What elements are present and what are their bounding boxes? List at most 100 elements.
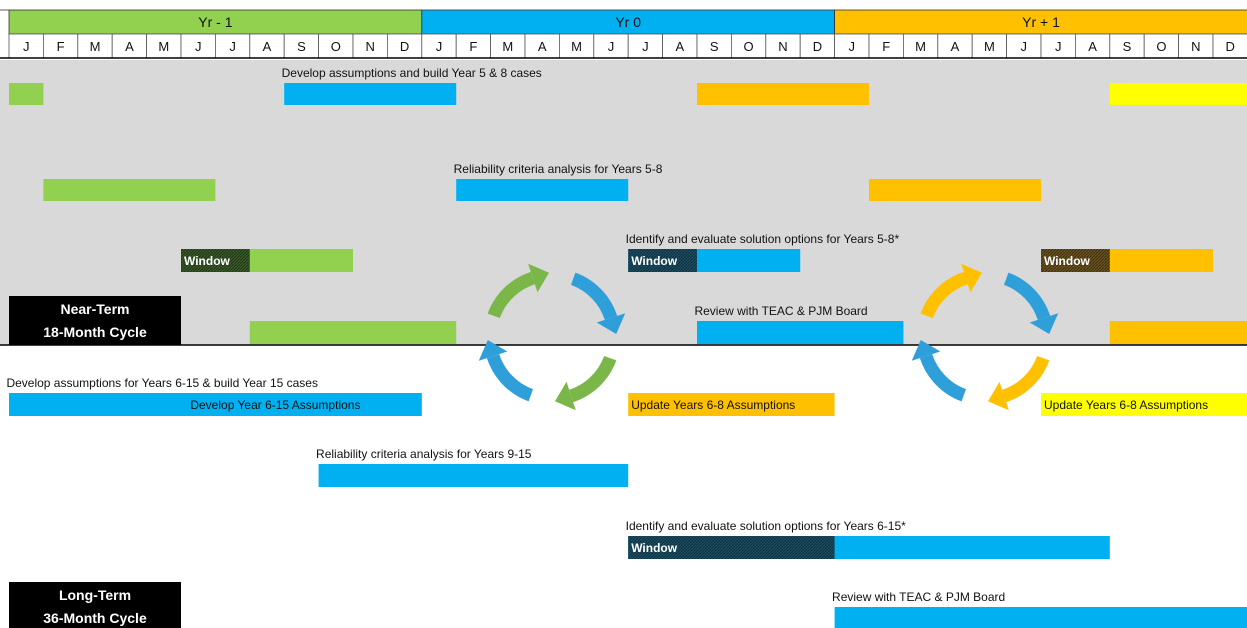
month-header-label: J: [195, 39, 202, 54]
month-header-cell: [1212, 33, 1247, 59]
month-header-label: M: [571, 39, 582, 54]
bar-label: Develop Year 6-15 Assumptions: [190, 398, 360, 412]
month-header-label: M: [915, 39, 926, 54]
year-header-label: Yr - 1: [198, 14, 232, 30]
long-term-title: Long-Term: [59, 587, 131, 603]
month-header-label: J: [229, 39, 236, 54]
month-header-label: M: [502, 39, 513, 54]
month-header-cell: [180, 33, 216, 59]
activity-bar-green: [9, 83, 44, 105]
month-header-cell: [352, 33, 388, 59]
near-term-subtitle: 18-Month Cycle: [43, 324, 147, 340]
activity-bar-yellow: [1041, 393, 1247, 416]
near-term-block: [9, 296, 181, 345]
month-header-label: A: [538, 39, 547, 54]
month-header-label: M: [984, 39, 995, 54]
month-header-cell: [146, 33, 182, 59]
activity-bar-blue: [456, 179, 629, 201]
year-header-label: Yr + 1: [1022, 14, 1060, 30]
cycle-arrow-icon: [487, 263, 550, 319]
window-label: Window: [1044, 254, 1091, 268]
activity-label: Reliability criteria analysis for Years …: [316, 447, 532, 461]
month-header-cell: [731, 33, 767, 59]
month-header-label: J: [436, 39, 443, 54]
year-header-cell: [421, 9, 835, 35]
month-header-label: M: [158, 39, 169, 54]
month-header-label: J: [1021, 39, 1028, 54]
month-header-label: N: [1191, 39, 1200, 54]
month-header-cell: [1006, 33, 1042, 59]
month-header-label: J: [23, 39, 30, 54]
activity-label: Develop assumptions and build Year 5 & 8…: [282, 66, 542, 80]
month-header-cell: [111, 33, 147, 59]
month-header-label: F: [57, 39, 65, 54]
activity-label: Reliability criteria analysis for Years …: [454, 162, 663, 176]
month-header-cell: [868, 33, 904, 59]
month-header-cell: [937, 33, 973, 59]
activity-bar-blue: [697, 321, 904, 344]
cycle-arrow-icon: [570, 272, 626, 335]
month-header-cell: [1143, 33, 1179, 59]
month-header-cell: [490, 33, 526, 59]
month-header-label: N: [366, 39, 375, 54]
month-header-cell: [1040, 33, 1076, 59]
month-header-label: S: [710, 39, 719, 54]
window-segment: [1041, 249, 1110, 272]
activity-bar-blue: [9, 393, 422, 416]
month-header-cell: [696, 33, 732, 59]
month-header-label: J: [849, 39, 856, 54]
cycle-arrow-icon: [1003, 272, 1059, 335]
activity-bar-orange: [697, 83, 869, 105]
month-header-label: N: [778, 39, 787, 54]
month-header-cell: [524, 33, 560, 59]
month-header-label: O: [1156, 39, 1166, 54]
long-term-subtitle: 36-Month Cycle: [43, 610, 147, 626]
month-header-cell: [971, 33, 1008, 59]
near-term-band: [0, 60, 1247, 345]
month-header-label: D: [400, 39, 409, 54]
activity-bar-green: [43, 179, 216, 201]
month-header-label: A: [1088, 39, 1097, 54]
activity-bar-green: [249, 321, 457, 344]
month-header-label: J: [1055, 39, 1062, 54]
month-header-label: O: [744, 39, 754, 54]
month-header-label: A: [675, 39, 684, 54]
month-header-label: D: [1226, 39, 1235, 54]
month-header-label: F: [469, 39, 477, 54]
activity-label: Identify and evaluate solution options f…: [626, 232, 900, 246]
activity-bar-yellow: [1109, 83, 1247, 105]
month-header-label: M: [90, 39, 101, 54]
activity-bar-blue: [284, 83, 457, 105]
bar-label: Update Years 6-8 Assumptions: [1044, 398, 1208, 412]
cycle-arrow-icon: [911, 339, 967, 402]
window-segment: [628, 536, 835, 559]
month-header-label: O: [331, 39, 341, 54]
window-segment: [628, 249, 697, 272]
bar-label: Update Years 6-8 Assumptions: [631, 398, 795, 412]
cycle-arrow-icon: [478, 339, 534, 402]
activity-label: Review with TEAC & PJM Board: [832, 590, 1005, 604]
activity-label: Develop assumptions for Years 6-15 & bui…: [6, 376, 318, 390]
month-header-label: J: [642, 39, 649, 54]
month-header-label: J: [608, 39, 615, 54]
cycle-arrow-icon: [554, 355, 617, 411]
month-header-cell: [249, 33, 285, 59]
activity-bar-orange: [1109, 321, 1247, 344]
year-header-label: Yr 0: [615, 14, 641, 30]
month-header-cell: [799, 33, 836, 59]
cycle-arrow-icon: [920, 263, 983, 319]
month-header-label: S: [1123, 39, 1132, 54]
window-label: Window: [631, 254, 678, 268]
activity-bar-blue: [834, 607, 1247, 628]
month-header-cell: [834, 33, 870, 59]
month-header-cell: [77, 33, 113, 59]
month-header-label: A: [951, 39, 960, 54]
month-header-label: A: [125, 39, 134, 54]
month-header-cell: [318, 33, 354, 59]
activity-bar-orange: [869, 179, 1041, 201]
near-term-title: Near-Term: [61, 301, 130, 317]
window-segment: [181, 249, 250, 272]
month-header-label: F: [882, 39, 890, 54]
long-term-block: [9, 582, 181, 628]
